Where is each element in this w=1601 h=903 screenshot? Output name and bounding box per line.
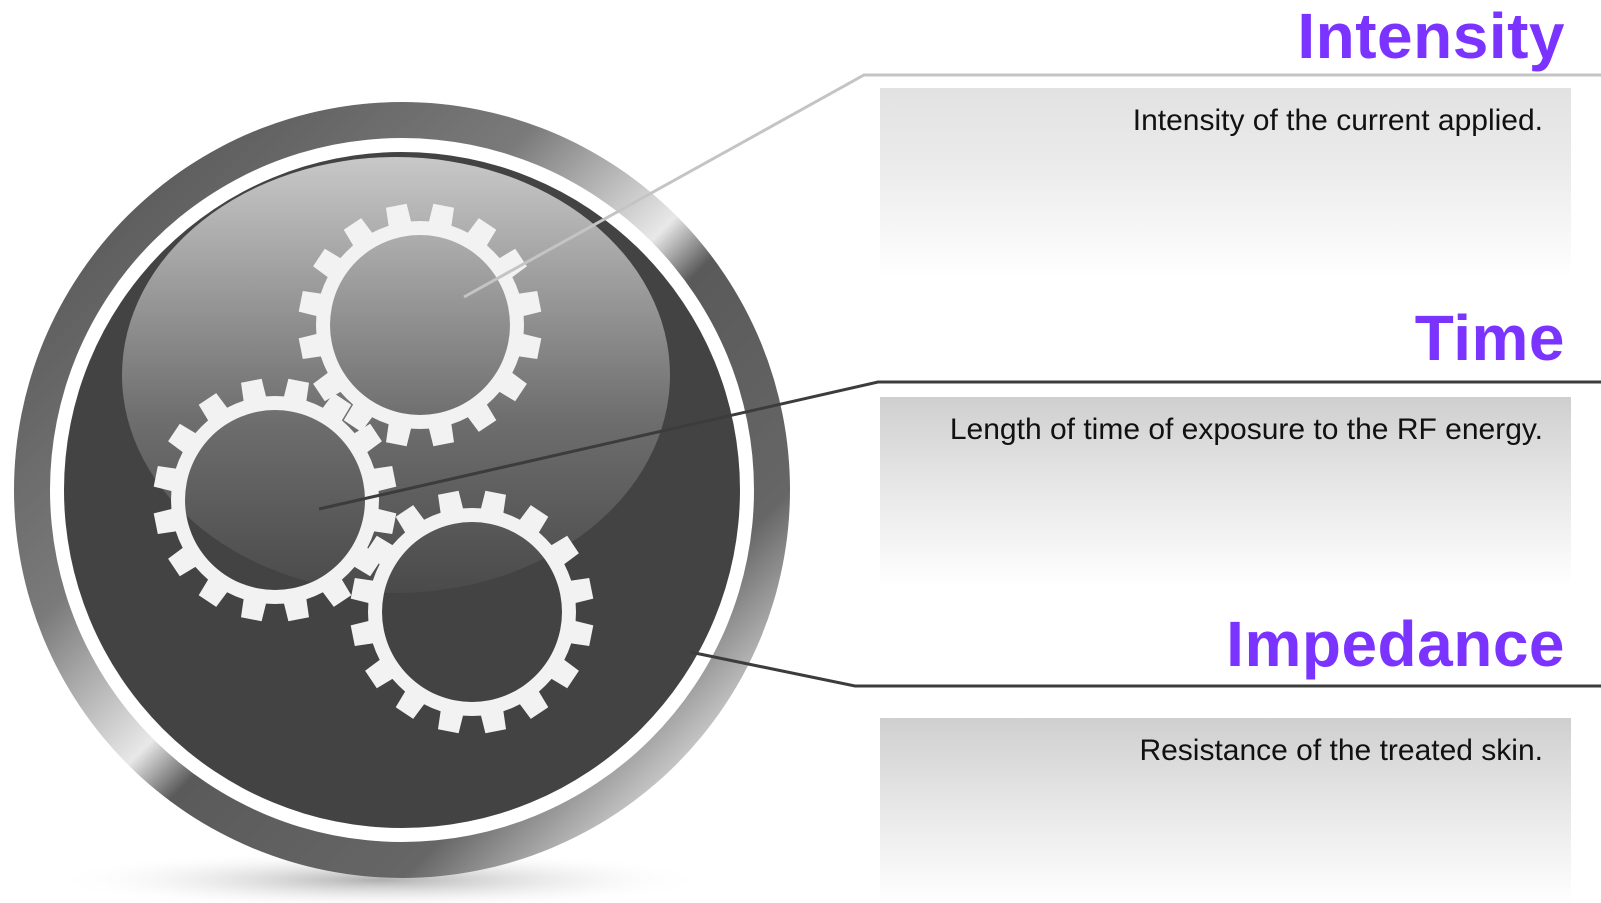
time-description: Length of time of exposure to the RF ene…	[949, 413, 1543, 446]
leader-line-time	[318, 380, 1601, 511]
time-panel: Length of time of exposure to the RF ene…	[880, 397, 1571, 587]
time-title: Time	[1414, 302, 1565, 374]
disc-gloss	[122, 157, 670, 593]
intensity-description: Intensity of the current applied.	[1132, 104, 1543, 137]
impedance-description: Resistance of the treated skin.	[1139, 734, 1543, 767]
impedance-title: Impedance	[1226, 608, 1565, 680]
impedance-panel: Resistance of the treated skin.	[880, 718, 1571, 903]
intensity-title: Intensity	[1297, 0, 1565, 72]
leader-lines	[318, 73, 1601, 688]
leader-line-impedance	[689, 650, 1601, 688]
leader-line-intensity	[463, 73, 1601, 299]
intensity-panel: Intensity of the current applied.	[880, 88, 1571, 278]
